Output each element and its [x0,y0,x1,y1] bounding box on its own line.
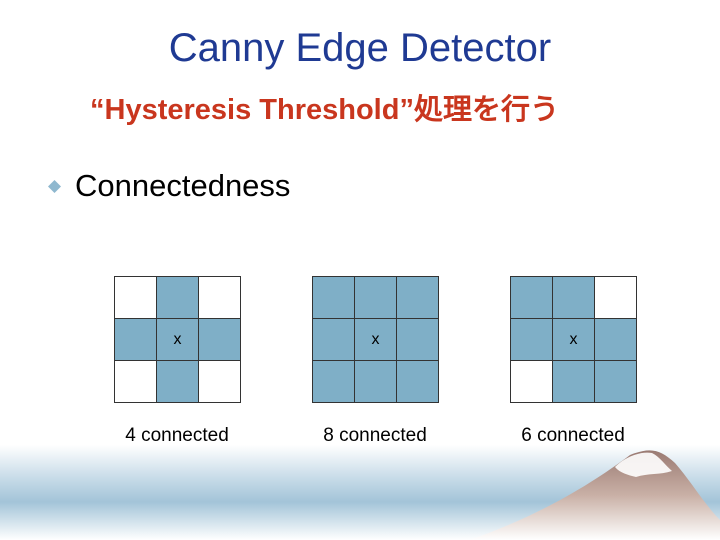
neighbor-cell [355,361,397,403]
caption-6-connected: 6 connected [521,425,625,446]
empty-cell [115,361,157,403]
empty-cell [595,277,637,319]
center-cell: x [355,319,397,361]
neighbor-cell [199,319,241,361]
caption-4-connected: 4 connected [125,425,229,446]
bullet-item: Connectedness [48,168,290,204]
neighbor-cell [397,361,439,403]
neighbor-cell [157,361,199,403]
center-cell: x [553,319,595,361]
diamond-bullet-icon [48,179,61,193]
empty-cell [199,277,241,319]
center-cell: x [157,319,199,361]
neighbor-cell [553,361,595,403]
caption-8-connected: 8 connected [323,425,427,446]
neighbor-cell [511,277,553,319]
neighbor-cell [397,277,439,319]
neighbor-cell [511,319,553,361]
neighbor-cell [553,277,595,319]
bullet-text: Connectedness [75,168,291,203]
empty-cell [511,361,553,403]
page-subtitle: “Hysteresis Threshold”処理を行う [90,94,559,126]
neighbor-cell [313,319,355,361]
neighbor-cell [115,319,157,361]
empty-cell [115,277,157,319]
neighbor-cell [157,277,199,319]
grid-8-connected: x [312,276,439,403]
empty-cell [199,361,241,403]
grid-4-connected: x [114,276,241,403]
neighbor-cell [355,277,397,319]
grid-6-connected: x [510,276,637,403]
neighbor-cell [313,361,355,403]
decorative-mountain-background [0,445,720,540]
neighbor-cell [595,361,637,403]
page-title: Canny Edge Detector [168,26,552,70]
neighbor-cell [397,319,439,361]
neighbor-cell [595,319,637,361]
neighbor-cell [313,277,355,319]
